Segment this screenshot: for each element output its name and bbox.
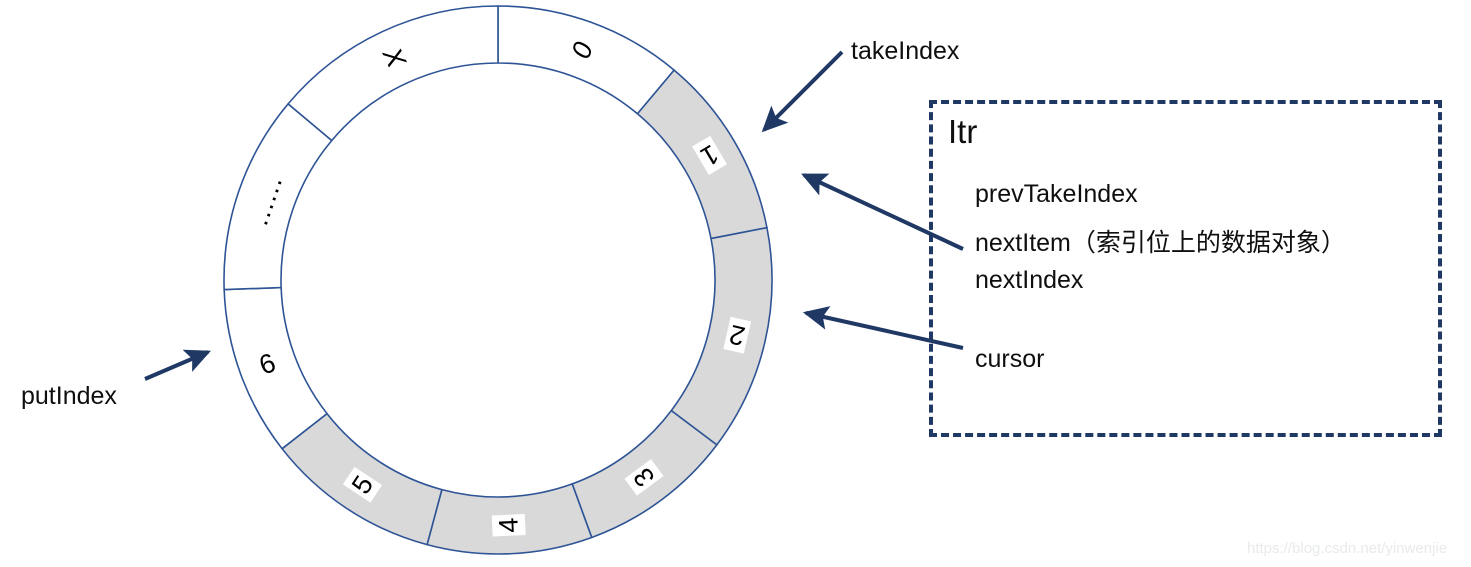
putIndex-arrow <box>144 349 211 381</box>
itr-panel-title: Itr <box>948 113 978 150</box>
label-text: 4 <box>493 517 524 533</box>
take-index-label: takeIndex <box>851 37 960 65</box>
takeIndex-arrow <box>761 50 844 133</box>
label-text: 2 <box>727 319 748 352</box>
itr-field-next-index: nextIndex <box>975 266 1084 294</box>
itr-panel <box>929 100 1442 437</box>
ring-segment-label-0: 0 <box>562 33 602 65</box>
label-backdrop <box>692 135 727 175</box>
ring-segment-2[interactable] <box>670 226 773 446</box>
label-backdrop <box>723 316 752 354</box>
itr-field-next-item: nextItem（索引位上的数据对象） <box>975 229 1346 257</box>
label-backdrop <box>342 466 383 503</box>
label-backdrop <box>251 344 283 384</box>
watermark: https://blog.csdn.net/yinwenjie <box>1247 540 1448 557</box>
ring-segment-label-2: 2 <box>723 316 752 354</box>
put-index-label: putIndex <box>21 382 117 410</box>
itr-field-cursor: cursor <box>975 345 1045 373</box>
ring-segments-group <box>223 5 773 555</box>
cursor-arrow <box>802 306 964 350</box>
label-backdrop <box>562 33 602 65</box>
ring-segment-X[interactable] <box>287 5 499 142</box>
arrows-group <box>144 50 964 381</box>
label-backdrop <box>624 459 664 496</box>
nextItem-arrow <box>801 173 964 251</box>
label-backdrop <box>374 41 414 74</box>
itr-field-prev-take-index: prevTakeIndex <box>975 180 1138 208</box>
label-backdrop <box>491 514 526 537</box>
ring-segment-label-4: 4 <box>491 514 526 537</box>
